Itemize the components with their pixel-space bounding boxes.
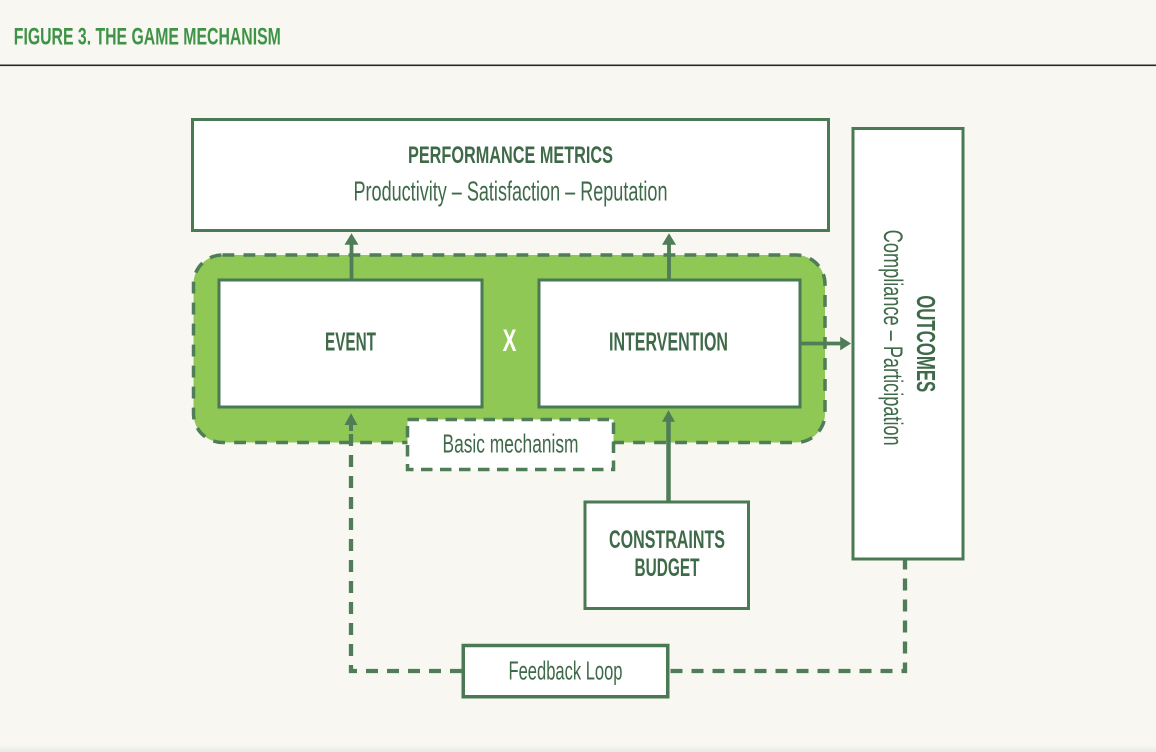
svg-text:EVENT: EVENT [325,327,376,357]
svg-text:Productivity – Satisfaction –: Productivity – Satisfaction – Reputation [354,176,668,207]
svg-text:X: X [503,322,517,358]
svg-text:Basic mechanism: Basic mechanism [443,429,579,459]
svg-text:Compliance – Participation: Compliance – Participation [878,230,908,446]
svg-text:INTERVENTION: INTERVENTION [609,327,728,357]
svg-text:FIGURE 3. THE GAME MECHANISM: FIGURE 3. THE GAME MECHANISM [14,24,281,51]
svg-text:OUTCOMES: OUTCOMES [911,295,941,392]
svg-text:PERFORMANCE METRICS: PERFORMANCE METRICS [408,142,613,169]
svg-text:Feedback Loop: Feedback Loop [509,656,623,686]
svg-text:BUDGET: BUDGET [635,554,700,582]
svg-text:CONSTRAINTS: CONSTRAINTS [609,526,725,554]
